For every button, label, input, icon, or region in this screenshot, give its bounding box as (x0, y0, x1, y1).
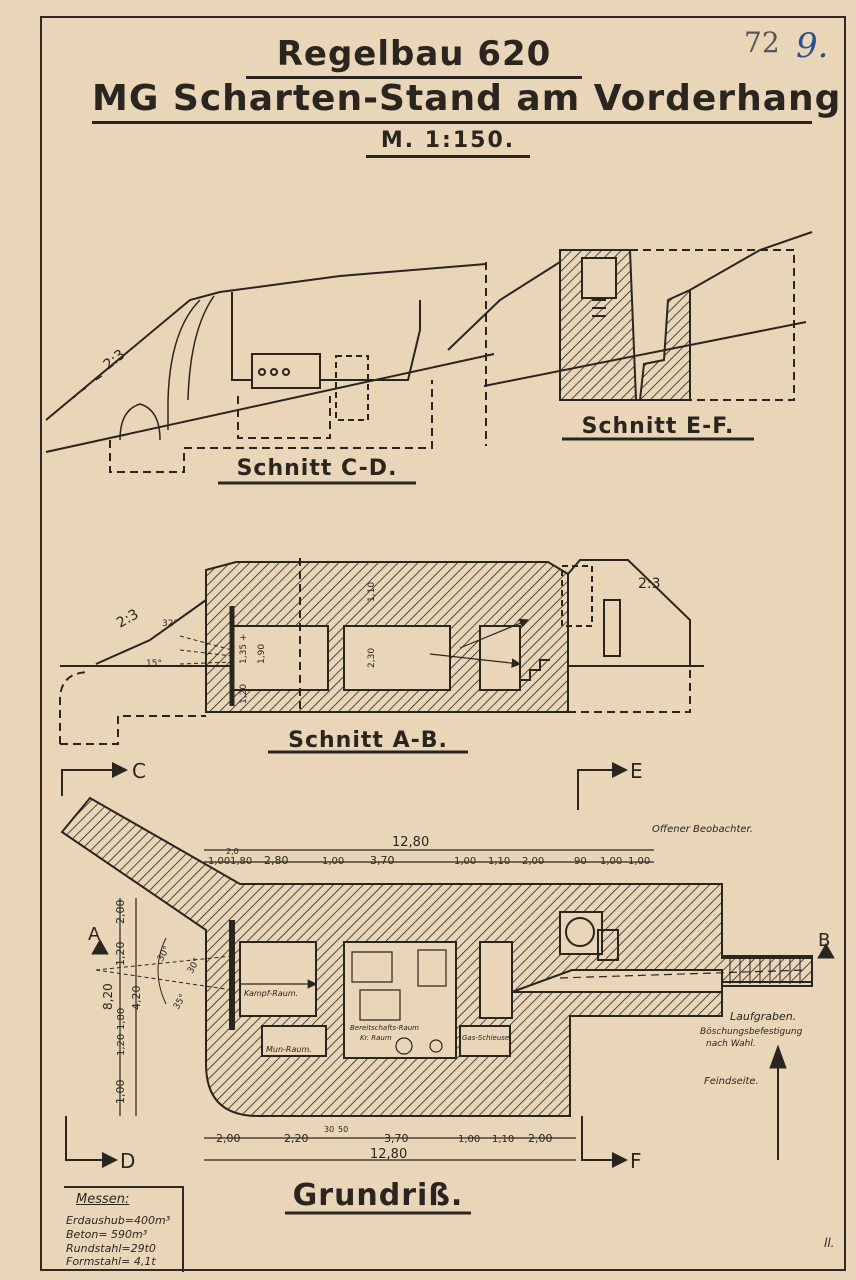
plan-label-nach-wahl: nach Wahl. (706, 1039, 756, 1049)
quantities-line: Erdaushub=400m³ (66, 1214, 171, 1227)
plan-dim-top-8: 2,00 (522, 856, 544, 867)
plan-dim-bottom-1: 2,20 (284, 1132, 309, 1145)
plan-dim-bottom-2: 30 (324, 1125, 334, 1134)
marker-d: D (120, 1149, 135, 1173)
plan-dim-top-7: 1,10 (488, 856, 510, 867)
plan-drawing (60, 796, 813, 1117)
section-title-cd: Schnitt C-D. (236, 456, 398, 481)
plan-dim-top-6: 1,00 (454, 856, 476, 867)
dim-ab-h2: 1,90 (257, 644, 267, 664)
quantities-title: Messen: (76, 1192, 130, 1207)
plan-dim-bottom-7: 2,00 (528, 1132, 553, 1145)
plan-label-munraum: Mun-Raum. (266, 1045, 312, 1054)
plan-label-kragraum: Kr. Raum (360, 1034, 392, 1042)
drawing-scale: M. 1:150. (366, 128, 530, 158)
dim-ab-h3: 2,30 (367, 648, 377, 668)
dim-ab-deg-top: 32° (162, 619, 178, 629)
plan-label-offener: Offener Beobachter. (652, 824, 753, 835)
plan-dim-bottom-4: 3,70 (384, 1132, 409, 1145)
plan-dim-top-1: 2,0 (226, 847, 239, 856)
plan-dim-left-3: 1,20 (116, 1034, 127, 1056)
marker-e: E (630, 759, 643, 783)
drafter-initials: ll. (824, 1236, 835, 1250)
plan-angle-2: 35° (172, 993, 189, 1012)
plan-dim-top-11: 1,00 (628, 856, 650, 867)
plan-dim-top-10: 1,00 (600, 856, 622, 867)
plan-dim-bottom-0: 2,00 (216, 1132, 241, 1145)
plan-dim-top-5: 3,70 (370, 854, 395, 867)
plan-angle-0: 30° (156, 945, 173, 964)
dim-ab-h1: 1,35 + (239, 634, 249, 664)
dim-ab-deg-bottom: 15° (146, 659, 162, 669)
plan-marker-a (91, 938, 835, 1160)
drawing-subtitle: MG Scharten-Stand am Vorderhang (92, 78, 840, 124)
plan-label-kampfraum: Kampf-Raum. (244, 989, 298, 998)
plan-angle-1: 30° (186, 957, 203, 976)
plan-dim-left-1: 1,20 (114, 942, 127, 967)
quantities-line: Rundstahl=29t0 (66, 1242, 156, 1255)
marker-a: A (88, 924, 101, 945)
plan-dim-left-total: 8,20 (101, 983, 115, 1010)
drawing-title: Regelbau 620 (246, 34, 582, 79)
section-cd-drawing (45, 262, 495, 473)
plan-dim-top-0: 1,00 (208, 856, 230, 867)
slope-label-cd: 2:3 (101, 347, 129, 373)
quantities-line: Beton= 590m³ (66, 1228, 148, 1241)
section-title-plan: Grundriß. (292, 1178, 464, 1213)
slope-label-ab-right: 2:3 (638, 576, 661, 592)
plan-label-laufgraben: Laufgraben. (730, 1010, 796, 1023)
section-markers (61, 762, 628, 1168)
plan-dim-left-4: 1,80 (116, 1008, 127, 1030)
plan-label-feindseite: Feindseite. (704, 1076, 759, 1087)
marker-f: F (630, 1149, 642, 1173)
sheet-number-blue: 9. (796, 26, 829, 66)
plan-dim-bottom-6: 1,10 (492, 1134, 514, 1145)
plan-dim-total-top: 12,80 (392, 835, 429, 850)
plan-dim-top-3: 2,80 (264, 854, 289, 867)
dim-ab-h4: 1,10 (367, 582, 377, 602)
plan-dim-left-5: 1,00 (114, 1080, 127, 1105)
sheet-number: 72 (744, 26, 780, 59)
plan-label-gas: Gas-Schleuse (462, 1034, 509, 1042)
slope-label-ab-left: 2:3 (114, 606, 142, 631)
plan-dim-bottom-3: 50 (338, 1125, 348, 1134)
section-ef-drawing (447, 231, 813, 401)
plan-dim-bottom-5: 1,00 (458, 1134, 480, 1145)
plan-dim-left-2: 4,20 (130, 986, 143, 1011)
plan-dim-top-2: 1,80 (230, 856, 252, 867)
dim-ab-h5: 1,20 (239, 684, 249, 704)
plan-dim-total-bottom: 12,80 (370, 1147, 407, 1162)
plan-label-boeschung: Böschungsbefestigung (700, 1027, 803, 1037)
section-title-ef: Schnitt E-F. (581, 414, 735, 439)
plan-dim-lines (119, 849, 654, 1161)
plan-dim-top-4: 1,00 (322, 856, 344, 867)
section-title-ab: Schnitt A-B. (288, 728, 448, 753)
plan-label-bereitschaft: Bereitschafts-Raum (350, 1024, 419, 1032)
quantities-line: Formstahl= 4,1t (66, 1255, 156, 1268)
plan-dim-top-9: 90 (574, 856, 587, 867)
plan-dim-left-0: 2,00 (114, 900, 127, 925)
marker-c: C (132, 759, 146, 783)
drawing-frame (40, 16, 846, 1271)
quantities-box (64, 1186, 184, 1272)
section-ab-drawing (59, 558, 704, 745)
